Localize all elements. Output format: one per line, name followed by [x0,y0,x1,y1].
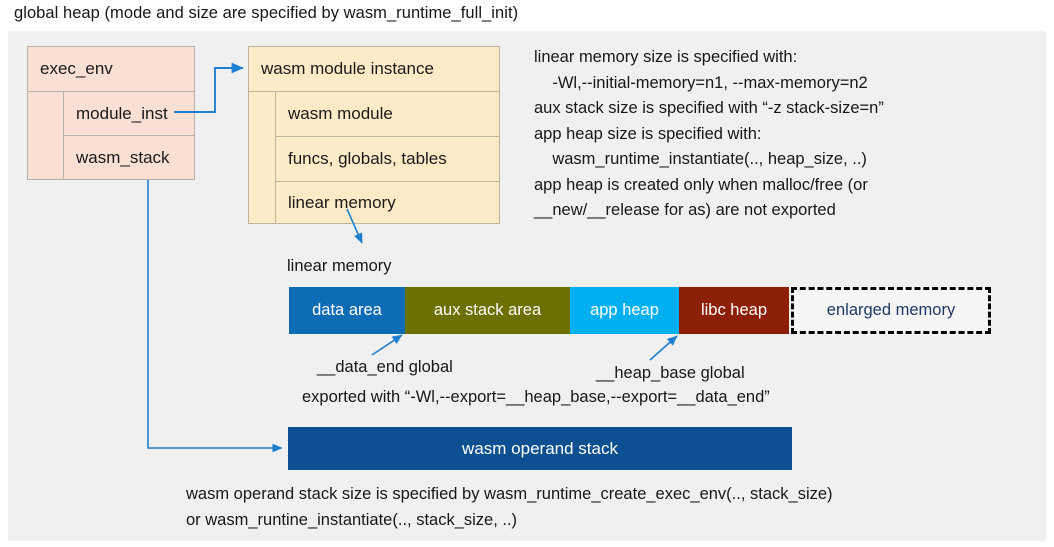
exec-env-header-label: exec_env [40,59,113,78]
linear-memory-caption: linear memory [287,257,392,275]
wasm-module-instance-header: wasm module instance [249,47,499,92]
memory-segment-enlarged-memory: enlarged memory [791,287,991,334]
wasm-operand-stack-label: wasm operand stack [462,438,618,458]
memory-segment-data-area-label: data area [312,301,382,319]
module-inst-label: module_inst [76,103,168,123]
wasm-stack-label: wasm_stack [76,147,170,167]
page-title: global heap (mode and size are specified… [14,4,519,22]
linear-memory-bar: data area aux stack area app heap libc h… [289,287,991,334]
exec-env-box [27,46,195,180]
wasm-operand-stack-box: wasm operand stack [288,427,792,470]
annotation-data-end: __data_end global [317,358,453,376]
memory-segment-app-heap: app heap [570,287,679,334]
linear-memory-note: linear memory size is specified with: -W… [534,48,884,219]
exec-env-row-module-inst: module_inst [63,92,194,136]
wasm-module-instance-box [248,46,500,224]
module-row-linear-memory: linear memory [275,182,499,223]
module-row-wasm-module: wasm module [275,92,499,137]
exec-env-header: exec_env [28,47,194,92]
annotation-exported: exported with “-Wl,--export=__heap_base,… [302,388,770,406]
linear-memory-label: linear memory [288,192,396,212]
annotation-heap-base: __heap_base global [596,364,745,382]
operand-stack-note: wasm operand stack size is specified by … [186,485,833,529]
memory-segment-aux-stack-area-label: aux stack area [433,301,542,319]
exec-env-row-wasm-stack: wasm_stack [63,136,194,179]
module-row-funcs-globals-tables: funcs, globals, tables [275,137,499,182]
wasm-module-instance-header-label: wasm module instance [261,59,434,78]
memory-segment-enlarged-memory-label: enlarged memory [826,301,956,319]
memory-segment-aux-stack-area: aux stack area [405,287,570,334]
funcs-globals-tables-label: funcs, globals, tables [288,149,447,168]
memory-segment-libc-heap: libc heap [679,287,789,334]
memory-segment-libc-heap-label: libc heap [700,301,768,319]
memory-segment-app-heap-label: app heap [590,301,659,319]
memory-segment-data-area: data area [289,287,405,334]
wasm-module-label: wasm module [288,104,393,123]
